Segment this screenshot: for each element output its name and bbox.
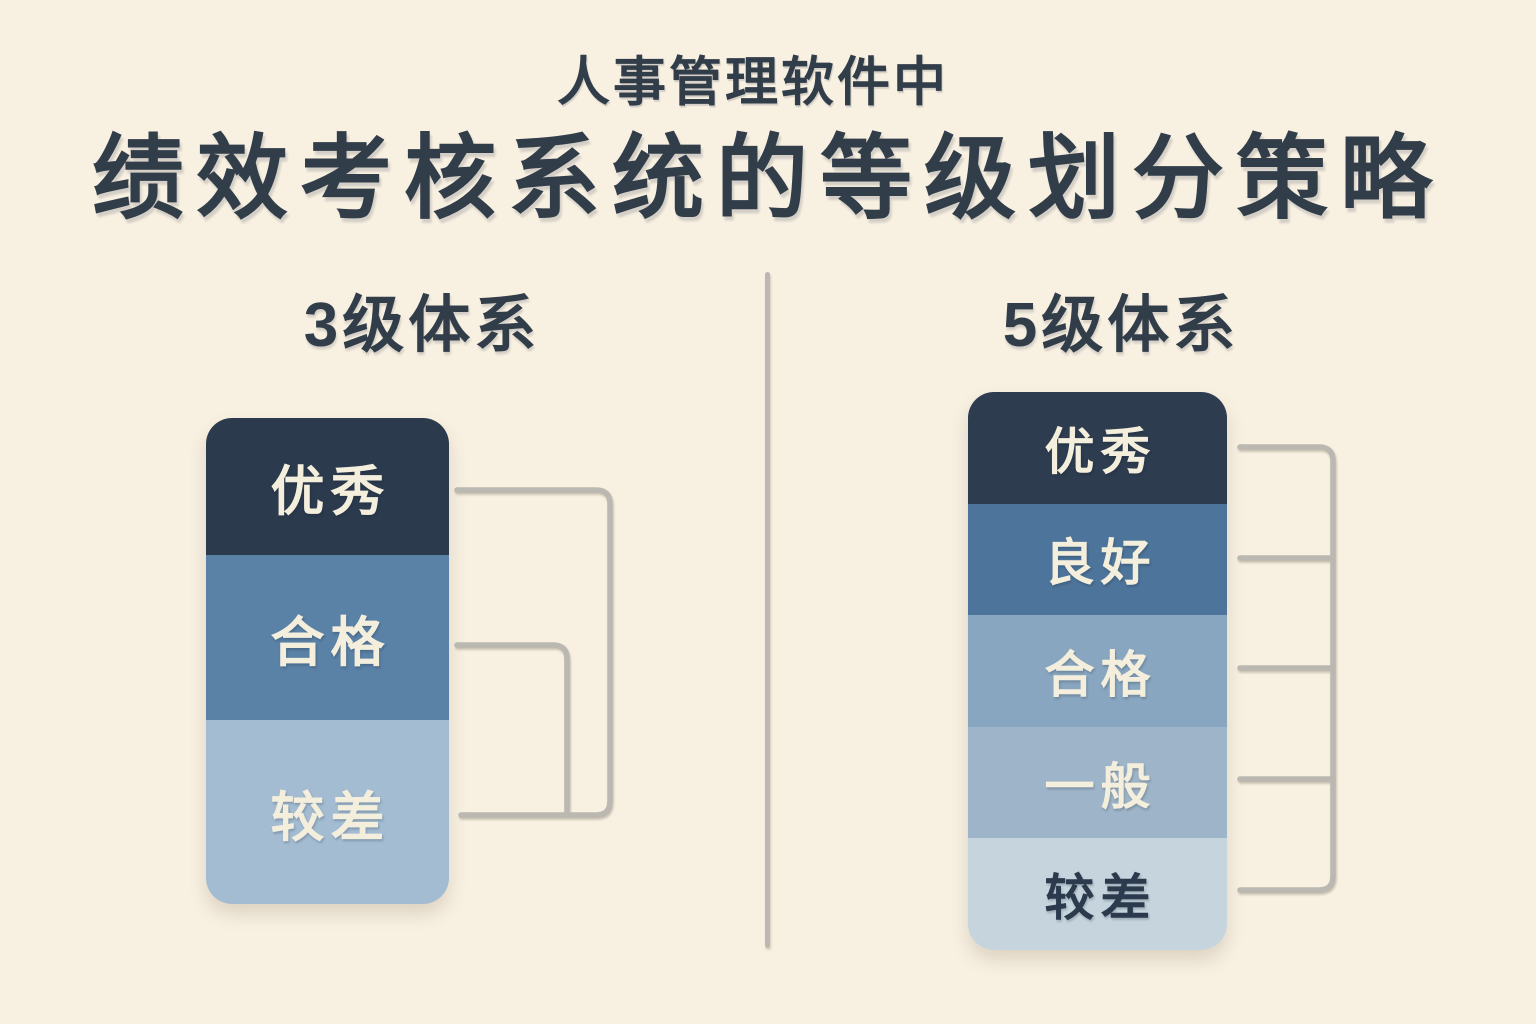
- heading-five-level-system: 5级体系: [1002, 291, 1240, 360]
- vertical-divider: [765, 272, 770, 948]
- five-level-row-合格: 合格: [968, 615, 1227, 727]
- five-level-grade-box: 优秀良好合格一般较差: [968, 392, 1227, 950]
- five-level-row-较差: 较差: [968, 838, 1227, 950]
- page-subtitle: 人事管理软件中: [557, 53, 949, 112]
- three-level-bracket-inner: [454, 642, 570, 815]
- three-level-row-优秀: 优秀: [206, 418, 449, 555]
- three-level-grade-box: 优秀合格较差: [206, 418, 449, 904]
- page-title: 绩效考核系统的等级划分策略: [91, 128, 1444, 230]
- heading-three-level-system: 3级体系: [303, 291, 541, 360]
- three-level-row-合格: 合格: [206, 555, 449, 720]
- level-label: 合格: [270, 613, 391, 673]
- five-level-row-一般: 一般: [968, 726, 1227, 839]
- five-level-bracket-outline: [1237, 444, 1336, 893]
- level-label: 较差: [1044, 870, 1157, 927]
- five-level-row-优秀: 优秀: [968, 392, 1227, 504]
- level-label: 优秀: [270, 462, 391, 522]
- level-label: 合格: [1044, 646, 1157, 703]
- five-level-row-良好: 良好: [968, 503, 1227, 616]
- level-label: 一般: [1044, 758, 1157, 815]
- level-label: 较差: [270, 787, 391, 848]
- level-label: 优秀: [1044, 423, 1157, 480]
- three-level-row-较差: 较差: [206, 720, 449, 904]
- level-label: 良好: [1044, 535, 1157, 592]
- three-level-bracket-outer: [454, 487, 613, 818]
